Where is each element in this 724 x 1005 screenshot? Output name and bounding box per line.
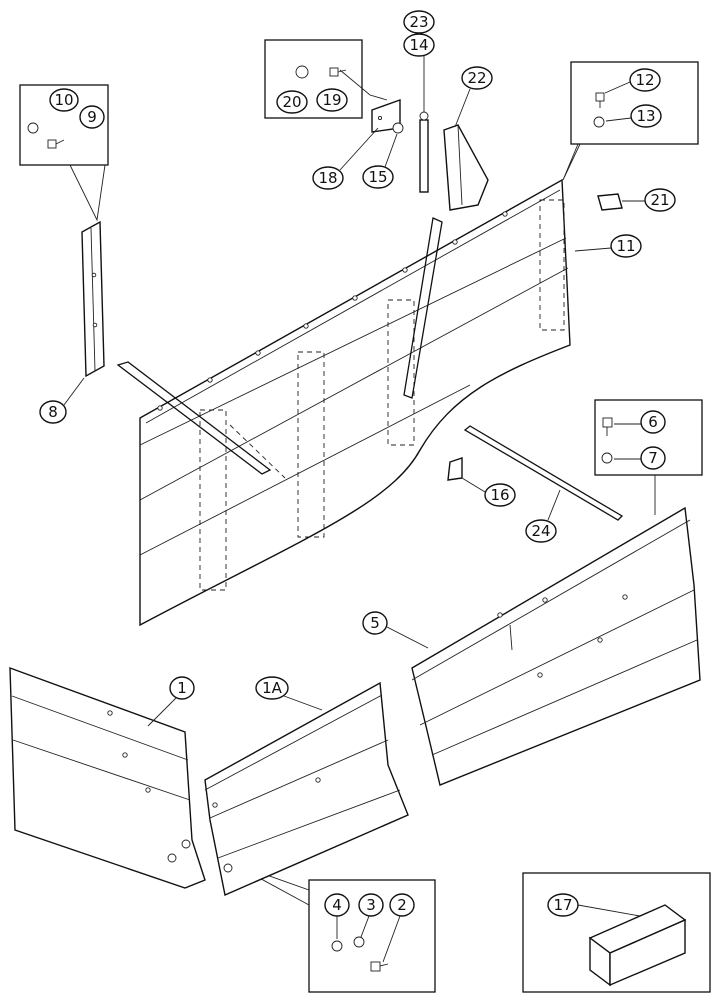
callout-2-text: 2 [397, 896, 407, 914]
part-22-fold [457, 124, 463, 206]
upper-brace-3 [387, 299, 415, 446]
part-18-hole [377, 115, 383, 121]
lower-right-seam [509, 624, 513, 651]
callout-17: 17 [547, 893, 579, 917]
callout-15: 15 [362, 165, 394, 189]
callout-24-label: 24 [531, 522, 550, 540]
part-8-hole-2 [92, 322, 98, 328]
fastener-icons [27, 65, 613, 972]
upper-strut [403, 217, 443, 399]
upper-brace-1 [199, 409, 227, 591]
leader-box-18 [339, 69, 388, 101]
callout-8-label: 8 [48, 403, 58, 421]
callout-1A-text: 1A [262, 679, 283, 697]
part-22-bracket [443, 124, 489, 211]
part-21-clip [597, 193, 623, 211]
callout-10: 10 [49, 88, 79, 112]
callout-14: 14 [403, 33, 435, 57]
callout-21-label: 21 [650, 191, 669, 209]
part-15-spacer [392, 122, 404, 134]
upper-panel-bend-2 [139, 267, 569, 501]
callout-20-label: 20 [282, 93, 301, 111]
lower-left-flange [11, 695, 189, 761]
callout-2: 2 [389, 893, 415, 917]
callout-5-label: 5 [370, 614, 380, 632]
callout-16-label: 16 [490, 486, 509, 504]
leader-box-11 [562, 143, 581, 181]
lower-middle-panel [204, 681, 409, 896]
callout-1: 1 [169, 676, 195, 700]
callout-7: 7 [640, 446, 666, 470]
callout-19: 19 [316, 88, 348, 112]
lower-middle-holes [212, 777, 321, 873]
callout-6-label: 6 [648, 413, 658, 431]
upper-panel [139, 178, 571, 627]
callout-24: 24 [525, 519, 557, 543]
part-16-bracket [447, 457, 463, 481]
lower-middle-flange [204, 694, 383, 791]
callout-3: 3 [358, 893, 384, 917]
callout-23: 23 [403, 10, 435, 34]
callout-4-text: 4 [332, 896, 342, 914]
upper-panel-bend-3 [139, 384, 471, 556]
callout-22-label: 22 [467, 69, 486, 87]
callout-6: 6 [640, 410, 666, 434]
callouts: 10 9 8 20 19 18 15 23 [39, 10, 676, 963]
callout-19-label: 19 [322, 91, 341, 109]
callout-12: 12 [629, 68, 661, 92]
lower-middle-bend-2 [217, 789, 401, 859]
callout-11: 11 [610, 234, 642, 258]
callout-9-label: 9 [87, 108, 97, 126]
lower-right-panel [411, 506, 701, 786]
lower-left-holes [107, 710, 191, 863]
callout-12-label: 12 [635, 71, 654, 89]
lower-middle-bend-1 [209, 739, 389, 819]
upper-left-bar [116, 361, 272, 475]
callout-20: 20 [276, 90, 308, 114]
part-8-fold [90, 227, 96, 372]
callout-9: 9 [79, 105, 105, 129]
callout-23-label: 23 [409, 13, 428, 31]
upper-brace-4 [539, 199, 565, 331]
lower-left-bend [12, 739, 191, 801]
callout-7-label: 7 [648, 449, 658, 467]
callout-1A: 1A 1A [255, 676, 289, 700]
part-23-strut-end [419, 111, 429, 121]
leader-box-8 [69, 164, 106, 222]
callout-8: 8 [39, 400, 67, 424]
callout-5: 5 [362, 611, 388, 635]
part-14-gas-strut [419, 119, 429, 193]
callout-21: 21 [644, 188, 676, 212]
callout-4: 4 4 [324, 893, 350, 917]
callout-15-label: 15 [368, 168, 387, 186]
lower-right-bend-1 [419, 589, 695, 726]
callout-18: 18 [312, 166, 344, 190]
lower-left-panel [9, 666, 206, 889]
upper-hidden-bar [229, 424, 286, 479]
callout-13: 13 [630, 104, 662, 128]
upper-panel-bend-1 [139, 237, 567, 446]
upper-panel-flange [145, 189, 561, 424]
callout-18-label: 18 [318, 169, 337, 187]
callout-10-label: 10 [54, 91, 73, 109]
callout-17-text: 17 [553, 896, 572, 914]
callout-1-label: 1 [177, 679, 187, 697]
lower-right-bend-2 [431, 639, 698, 756]
part-24-strap [463, 425, 624, 521]
lower-right-holes [497, 594, 628, 678]
part-17-block-side [609, 918, 686, 987]
lower-right-flange [411, 519, 691, 681]
callout-13-label: 13 [636, 107, 655, 125]
upper-panel-holes [157, 211, 508, 411]
upper-brace-2 [297, 351, 325, 538]
callout-3-text: 3 [366, 896, 376, 914]
callout-22: 22 [461, 66, 493, 90]
callout-11-label: 11 [616, 237, 635, 255]
part-8-hole-1 [91, 272, 97, 278]
callout-16: 16 [484, 483, 516, 507]
callout-14-label: 14 [409, 36, 428, 54]
